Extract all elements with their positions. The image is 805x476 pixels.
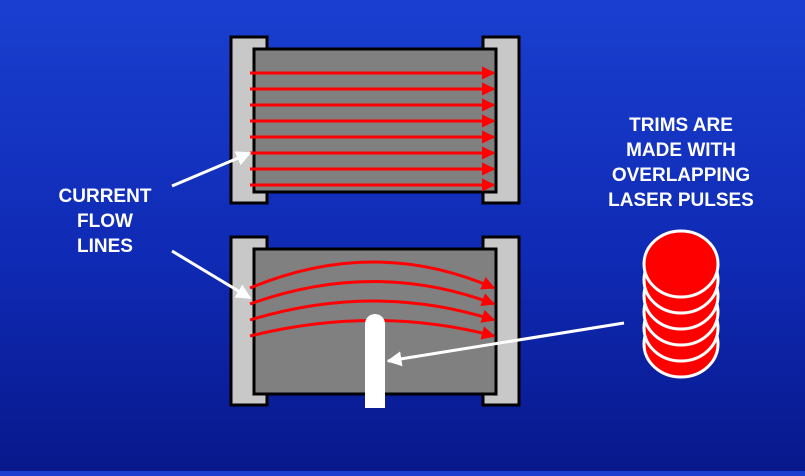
current-flow-label-line-2: FLOW bbox=[77, 211, 133, 232]
bottom-flow-line bbox=[249, 280, 496, 307]
trims-label-line-3: OVERLAPPING bbox=[611, 165, 751, 186]
laser-trim-cut bbox=[365, 314, 385, 408]
bottom-flow-line bbox=[249, 260, 496, 290]
trims-label-line-1: TRIMS ARE bbox=[629, 115, 733, 136]
current-flow-label-line-3: LINES bbox=[77, 236, 133, 257]
bottom-flow-line bbox=[249, 299, 496, 323]
current-flow-label-line-1: CURRENT bbox=[58, 186, 152, 207]
current-flow-lines-label: CURRENT FLOW LINES bbox=[46, 184, 164, 259]
laser-trims-label: TRIMS ARE MADE WITH OVERLAPPING LASER PU… bbox=[588, 113, 774, 213]
pointer-to-bottom-flow-lines bbox=[171, 249, 252, 300]
top-flow-lines bbox=[250, 66, 496, 192]
pointer-to-top-flow-lines bbox=[171, 151, 252, 188]
laser-pulse bbox=[642, 229, 720, 299]
laser-pulse-stack bbox=[642, 229, 720, 379]
pointer-to-trim-cut bbox=[386, 321, 625, 367]
top-resistor bbox=[229, 35, 521, 205]
bottom-resistor bbox=[229, 235, 521, 408]
trims-label-line-4: LASER PULSES bbox=[608, 190, 754, 211]
trims-label-line-2: MADE WITH bbox=[626, 140, 736, 161]
